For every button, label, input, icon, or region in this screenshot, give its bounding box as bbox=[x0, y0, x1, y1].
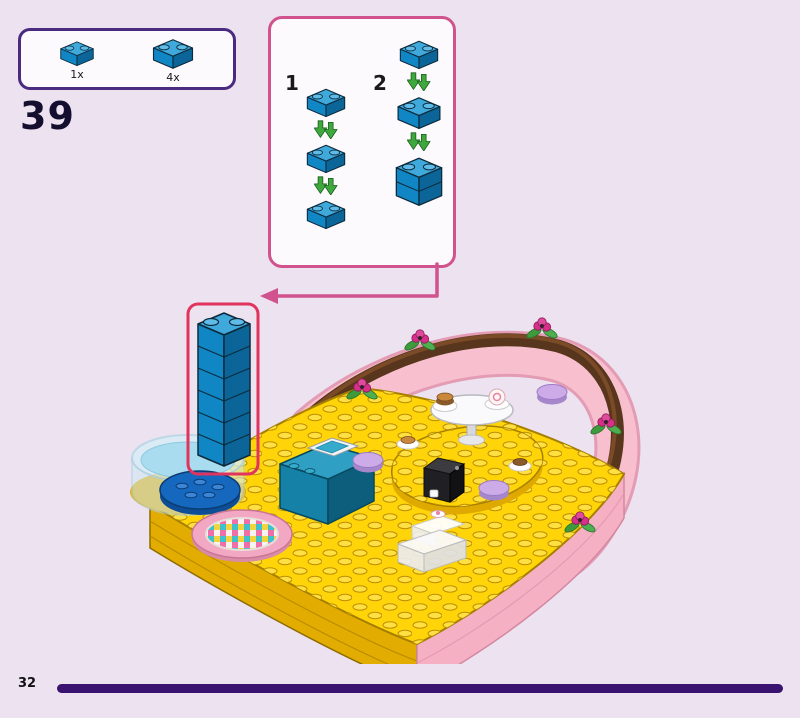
food-items bbox=[396, 388, 532, 472]
substep-2-stack bbox=[391, 37, 447, 207]
page-number: 32 bbox=[18, 676, 37, 691]
brick-icon bbox=[303, 85, 349, 118]
brick-stack-icon bbox=[391, 153, 447, 207]
part-item: 1x bbox=[57, 38, 97, 81]
brick-icon bbox=[303, 197, 349, 230]
part-count: 1x bbox=[70, 67, 84, 81]
stack-arrow-icon bbox=[407, 72, 431, 91]
stack-arrow-icon bbox=[407, 132, 431, 151]
callout-connector bbox=[260, 262, 439, 304]
brick-icon bbox=[57, 38, 97, 67]
stools bbox=[352, 384, 568, 501]
espresso-machine bbox=[422, 457, 466, 503]
display-case bbox=[396, 510, 468, 573]
substep-1-stack bbox=[303, 85, 349, 230]
blue-round-plate bbox=[159, 470, 241, 515]
swirl-cake bbox=[488, 388, 506, 406]
substep-label: 1 bbox=[285, 71, 299, 95]
substep-label: 2 bbox=[373, 71, 387, 95]
stool bbox=[478, 480, 510, 501]
mosaic-rug bbox=[191, 509, 293, 562]
parts-callout-box: 1x 4x bbox=[18, 28, 236, 90]
brick-icon bbox=[396, 37, 442, 70]
coffee-cup bbox=[429, 489, 439, 498]
stack-arrow-icon bbox=[314, 176, 338, 195]
stack-arrow-icon bbox=[314, 120, 338, 139]
brick-icon bbox=[303, 141, 349, 174]
brick-icon bbox=[393, 93, 445, 130]
part-item: 4x bbox=[149, 35, 197, 84]
stool bbox=[352, 452, 384, 473]
highlight-outline bbox=[186, 302, 260, 476]
footer-bar bbox=[57, 684, 783, 693]
substep-box: 1 2 bbox=[268, 16, 456, 268]
brick-icon bbox=[149, 35, 197, 70]
connector-arrowhead bbox=[260, 288, 278, 304]
stool bbox=[536, 384, 568, 405]
blue-brick-tower bbox=[186, 302, 260, 476]
main-build-illustration bbox=[130, 302, 641, 664]
step-number: 39 bbox=[20, 94, 75, 138]
counter bbox=[279, 437, 375, 525]
part-count: 4x bbox=[166, 70, 180, 84]
